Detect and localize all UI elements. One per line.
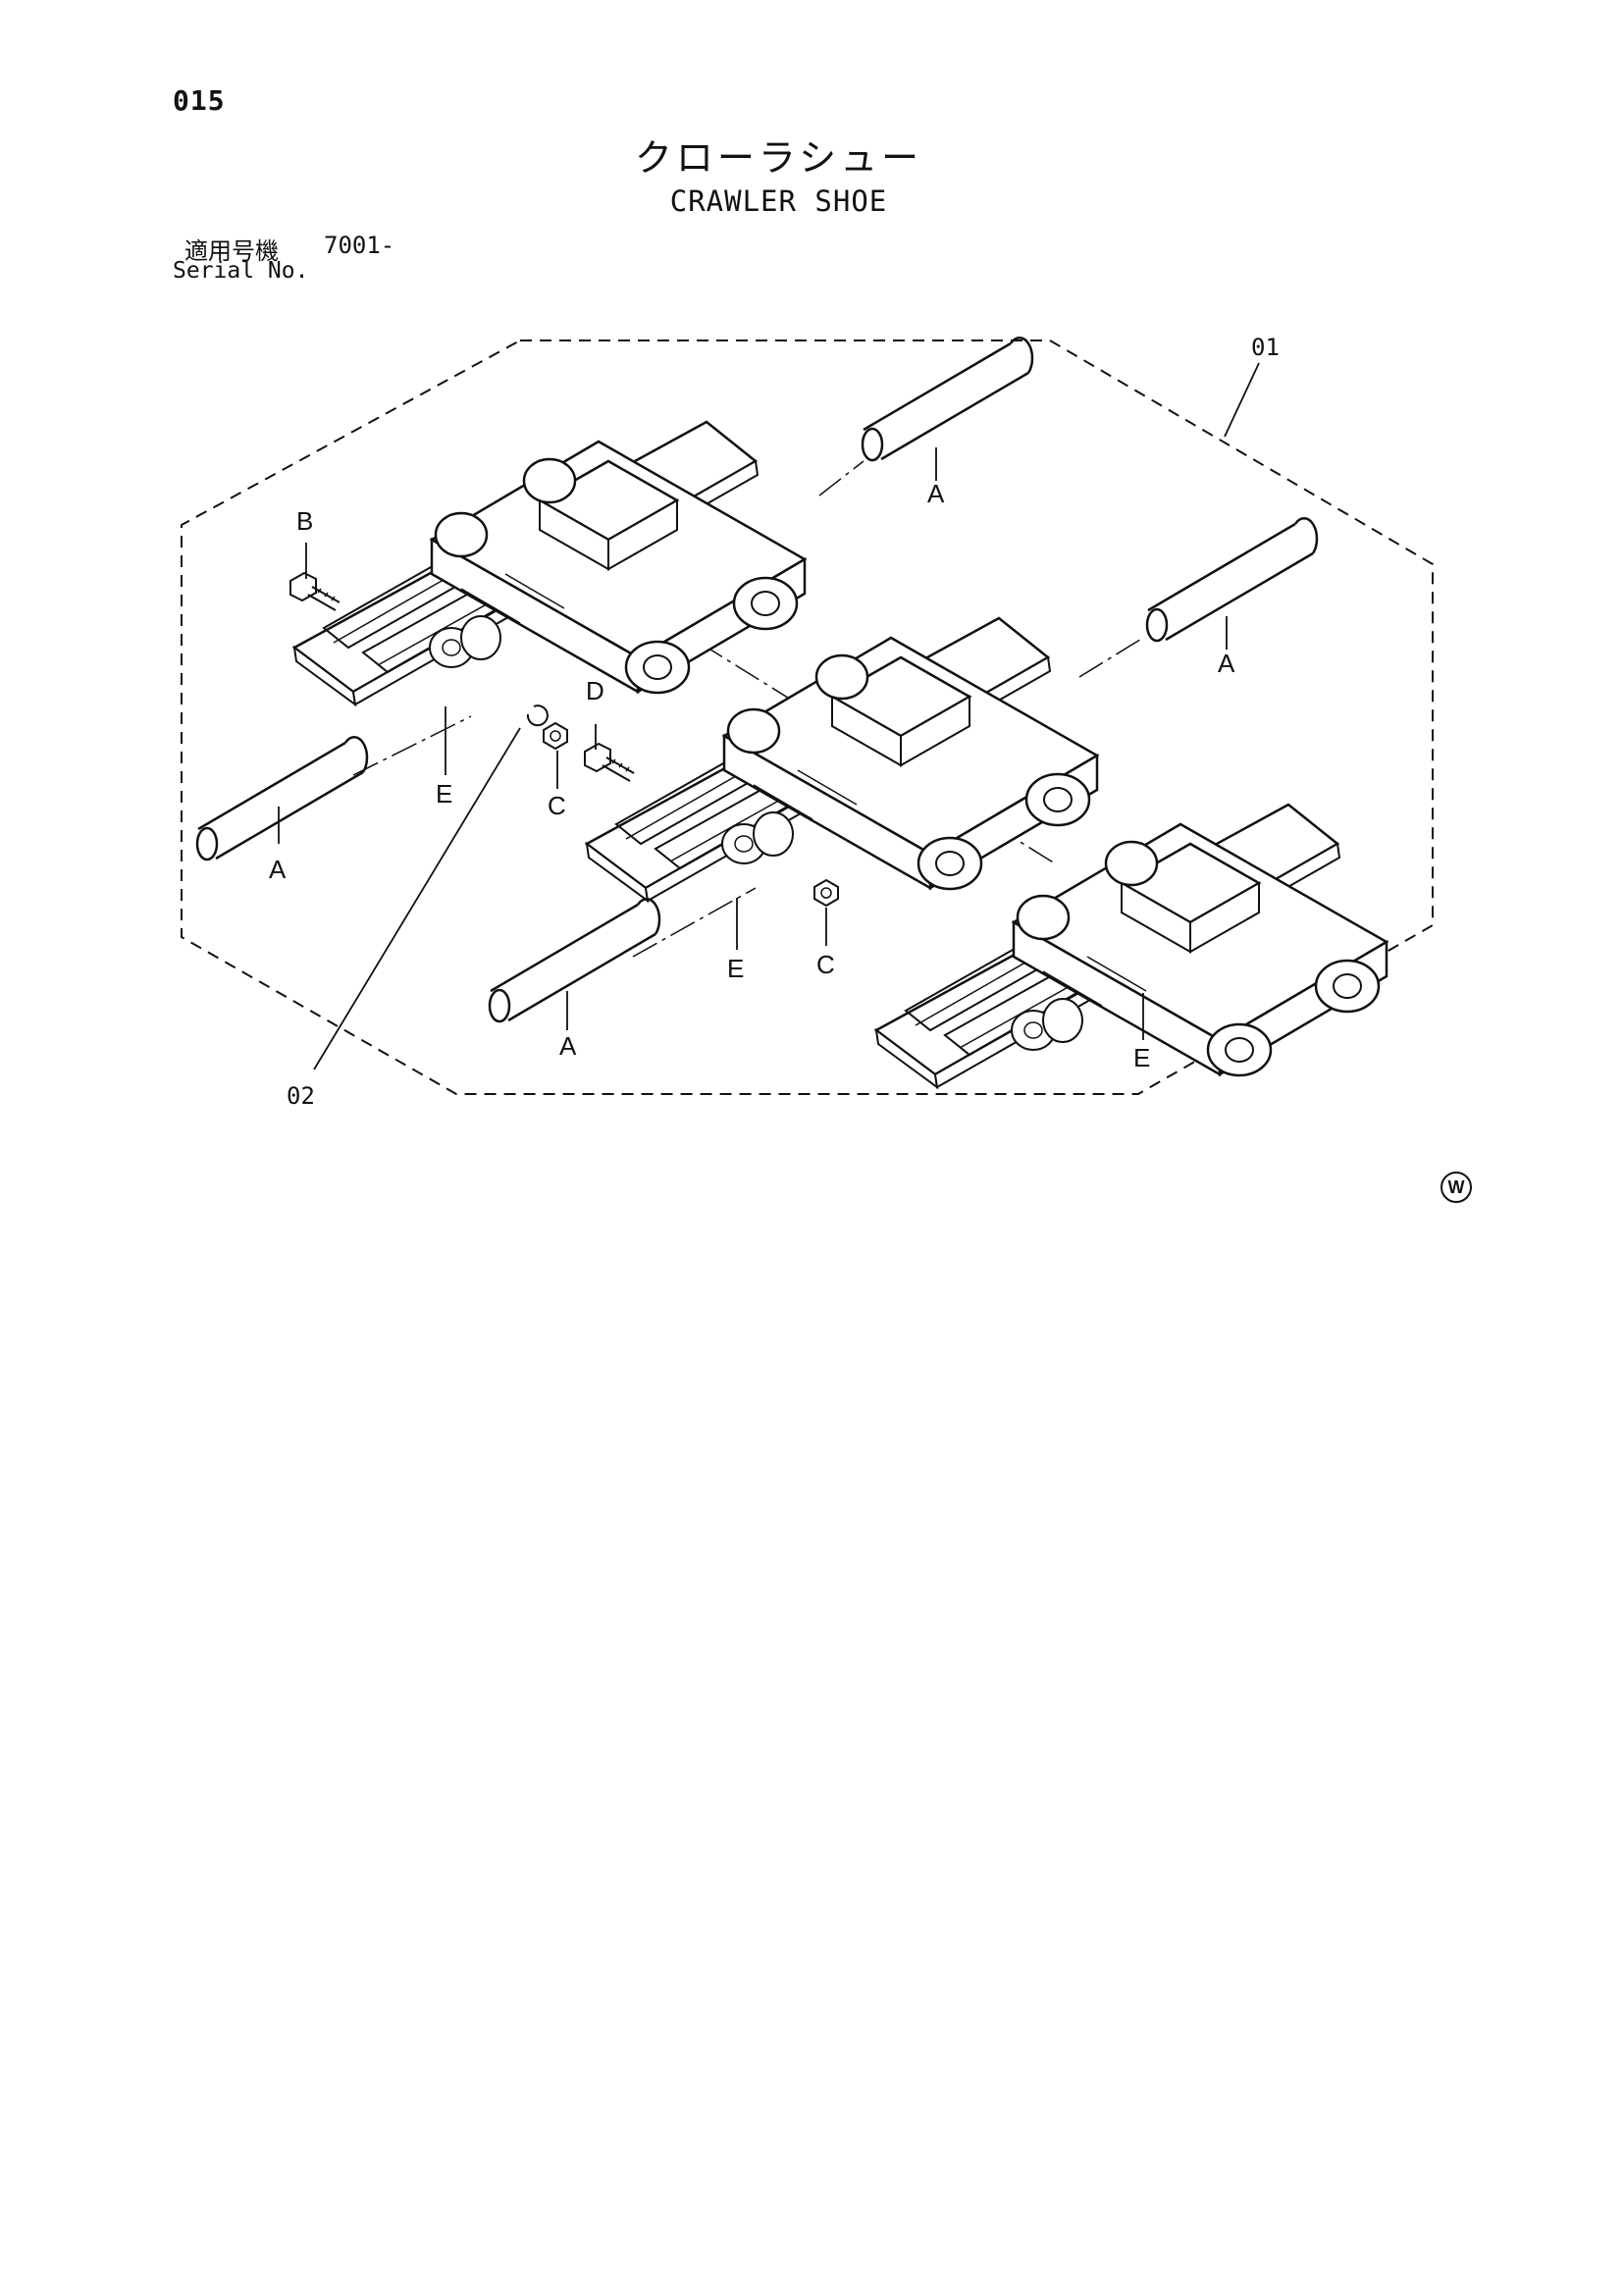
callout-c-2: C (816, 950, 835, 979)
shoe-nut-2 (813, 879, 839, 907)
crawler-shoe-plate-1 (292, 420, 807, 706)
link-pin-1 (861, 336, 1034, 462)
callout-02: 02 (287, 1082, 315, 1110)
callout-b: B (296, 506, 313, 536)
shoe-bolt-b (289, 572, 341, 611)
callout-e-2: E (727, 954, 744, 983)
page-title-english: CRAWLER SHOE (669, 184, 888, 218)
callout-e-1: E (436, 779, 452, 809)
callout-d: D (586, 676, 604, 705)
callout-01: 01 (1251, 334, 1280, 361)
callout-leader-lines (278, 362, 1260, 1070)
shoe-bolt-d (584, 743, 635, 782)
watermark-mark: W (1441, 1172, 1472, 1203)
page-title-japanese: クローラシュー (634, 136, 923, 180)
link-pin-3 (195, 735, 369, 861)
snap-ring (526, 704, 549, 727)
shoe-nut-1 (543, 722, 568, 750)
callout-e-3: E (1133, 1043, 1150, 1072)
serial-label-japanese: 適用号機 (184, 237, 279, 265)
serial-range: 7001- (324, 232, 395, 259)
callout-a-4: A (559, 1031, 577, 1061)
link-pin-2 (1145, 516, 1319, 643)
assembly-boundary-outline (181, 339, 1434, 1095)
link-pin-4 (488, 897, 661, 1023)
page-number: 015 (173, 84, 226, 117)
callout-c-1: C (548, 791, 566, 820)
callout-a-2: A (1218, 649, 1235, 678)
callout-a-3: A (269, 855, 287, 884)
callout-a-1: A (927, 479, 945, 508)
serial-label-english: Serial No. (173, 258, 309, 284)
